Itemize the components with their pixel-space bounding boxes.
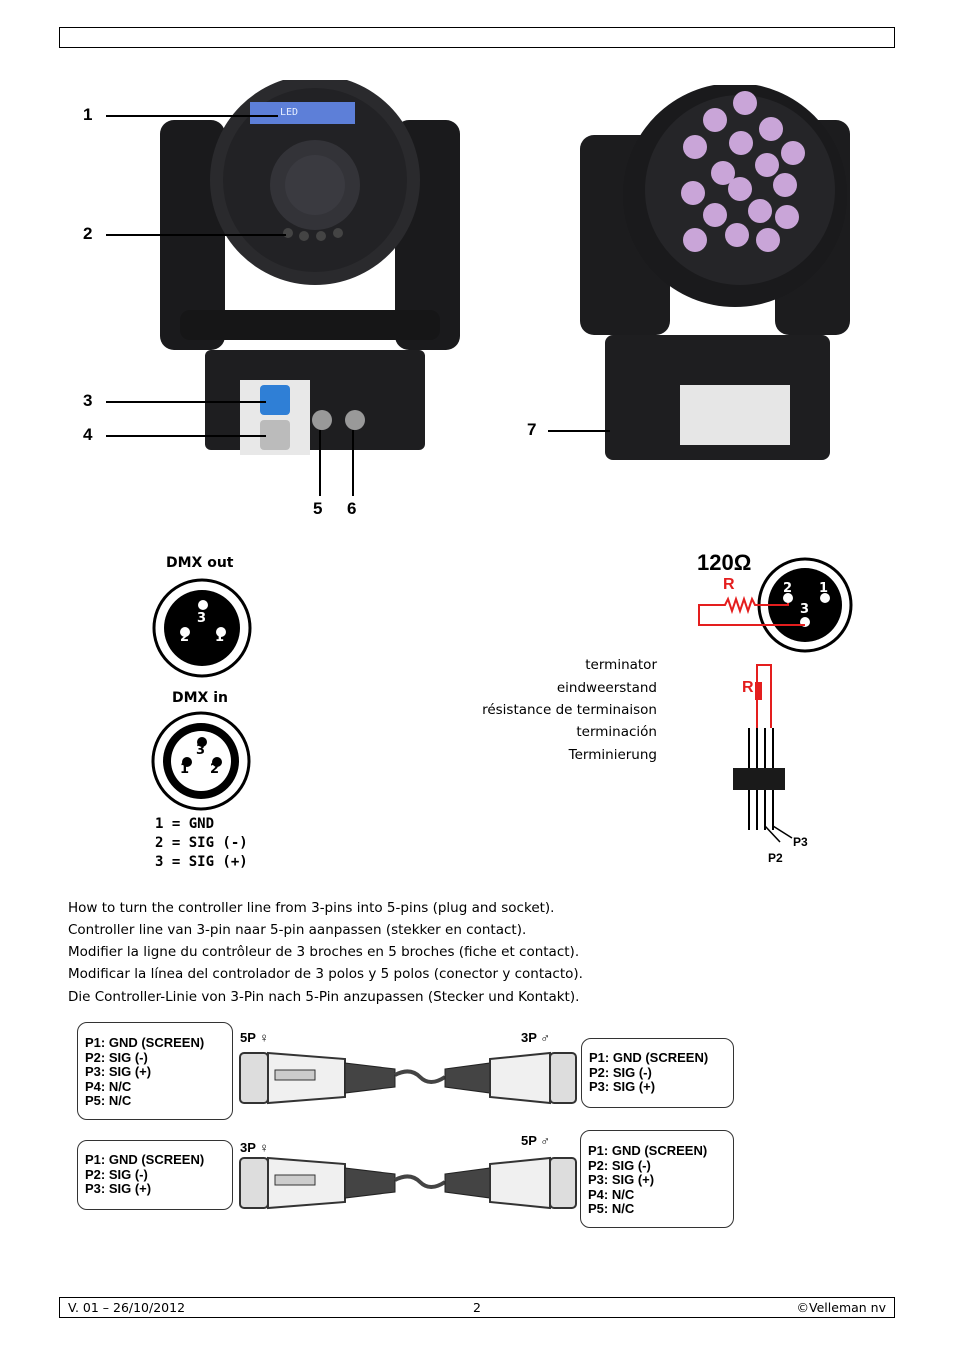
- terminator-pin-2: 2: [783, 581, 793, 596]
- cable-top-right-pins: P1: GND (SCREEN) P2: SIG (-) P3: SIG (+): [581, 1038, 734, 1108]
- dmx-out-label: DMX out: [166, 555, 234, 571]
- callout-7: 7: [527, 420, 537, 439]
- dmx-out-pin-1: 1: [215, 630, 225, 645]
- pin-row: P1: GND (SCREEN): [589, 1050, 709, 1065]
- terminator-r-label-plug: R: [742, 679, 754, 696]
- fixture-front-view: [580, 85, 850, 460]
- dmx-legend-gnd: 1 = GND: [155, 816, 215, 832]
- pin-row: P3: SIG (+): [85, 1064, 152, 1079]
- pin-row: P3: SIG (+): [589, 1079, 656, 1094]
- terminator-xlr-diagram: [698, 557, 853, 653]
- pin-row: P3: SIG (+): [588, 1172, 655, 1187]
- callout-2: 2: [83, 224, 93, 243]
- page-header: [59, 27, 895, 48]
- callout-2-line: [106, 234, 286, 236]
- dmx-legend-sig-plus: 3 = SIG (+): [155, 854, 248, 870]
- dmx-out-pin-2: 2: [180, 630, 190, 645]
- fixture-rear-view: [160, 80, 460, 455]
- callout-7-line: [548, 430, 610, 432]
- callout-4: 4: [83, 425, 93, 444]
- pin-row: P2: SIG (-): [85, 1049, 148, 1065]
- footer-version: V. 01 – 26/10/2012: [68, 1300, 186, 1315]
- cable-bottom-right-pins: P1: GND (SCREEN) P2: SIG (-) P3: SIG (+)…: [580, 1130, 734, 1228]
- cable-bottom-right-label: 5P ♂: [521, 1133, 551, 1148]
- dmx-legend-sig-minus: 2 = SIG (-): [155, 835, 248, 851]
- dmx-out-pin-3: 3: [197, 611, 207, 626]
- footer-copyright: ©Velleman nv: [796, 1300, 886, 1315]
- cable-top-right-label: 3P ♂: [521, 1030, 551, 1045]
- terminator-r-label-top: R: [723, 576, 735, 593]
- terminator-label-fr: résistance de terminaison: [482, 702, 657, 718]
- terminator-pin-1: 1: [819, 581, 829, 596]
- callout-5-line: [319, 430, 321, 496]
- terminator-label-es: terminación: [576, 724, 657, 740]
- fixture-display: LED: [250, 102, 355, 124]
- footer-page-number: 2: [473, 1300, 481, 1315]
- terminator-label-nl: eindweerstand: [556, 680, 657, 696]
- callout-3-line: [106, 401, 266, 403]
- terminator-p2: P2: [768, 851, 783, 865]
- pin-row: P4: N/C: [85, 1078, 132, 1094]
- callout-6-line: [352, 430, 354, 496]
- callout-4-line: [106, 435, 266, 437]
- pin-row: P2: SIG (-): [85, 1166, 148, 1182]
- callout-1: 1: [83, 105, 93, 124]
- pin-row: P5: N/C: [85, 1093, 132, 1108]
- callout-5: 5: [313, 499, 323, 518]
- instruction-es: Modificar la línea del controlador de 3 …: [68, 966, 583, 982]
- pin-row: P1: GND (SCREEN): [85, 1152, 205, 1167]
- dmx-in-pin-3: 3: [196, 743, 206, 758]
- terminator-resistance: 120Ω: [697, 550, 752, 575]
- instruction-fr: Modifier la ligne du contrôleur de 3 bro…: [68, 944, 580, 960]
- terminator-pin-3: 3: [800, 602, 810, 617]
- callout-6: 6: [347, 499, 357, 518]
- cable-top-drawing: [239, 1051, 577, 1105]
- terminator-plug-diagram: [733, 664, 793, 843]
- callout-3: 3: [83, 391, 93, 410]
- instruction-nl: Controller line van 3-pin naar 5-pin aan…: [68, 922, 527, 938]
- terminator-p3: P3: [793, 835, 808, 849]
- callout-1-line: [106, 115, 278, 117]
- pin-row: P2: SIG (-): [589, 1064, 652, 1080]
- pin-row: P3: SIG (+): [85, 1181, 152, 1196]
- terminator-label-en: terminator: [585, 657, 657, 673]
- cable-top-left-label: 5P ♀: [240, 1030, 270, 1045]
- dmx-in-pin-2: 2: [210, 762, 220, 777]
- cable-top-left-pins: P1: GND (SCREEN) P2: SIG (-) P3: SIG (+)…: [77, 1022, 233, 1120]
- cable-bottom-left-pins: P1: GND (SCREEN) P2: SIG (-) P3: SIG (+): [77, 1140, 233, 1210]
- terminator-label-de: Terminierung: [568, 747, 657, 763]
- instruction-de: Die Controller-Linie von 3-Pin nach 5-Pi…: [68, 989, 580, 1005]
- cable-bottom-left-label: 3P ♀: [240, 1140, 270, 1155]
- dmx-in-label: DMX in: [172, 690, 228, 706]
- pin-row: P5: N/C: [588, 1201, 635, 1216]
- dmx-in-connector: [151, 711, 251, 811]
- cable-bottom-drawing: [239, 1156, 577, 1210]
- dmx-out-connector: [152, 578, 252, 678]
- pin-row: P1: GND (SCREEN): [588, 1143, 708, 1158]
- dmx-in-pin-1: 1: [180, 762, 190, 777]
- pin-row: P2: SIG (-): [588, 1157, 651, 1173]
- pin-row: P4: N/C: [588, 1186, 635, 1202]
- instruction-en: How to turn the controller line from 3-p…: [68, 900, 555, 916]
- page-footer: V. 01 – 26/10/2012 2 ©Velleman nv: [59, 1297, 895, 1318]
- pin-row: P1: GND (SCREEN): [85, 1035, 205, 1050]
